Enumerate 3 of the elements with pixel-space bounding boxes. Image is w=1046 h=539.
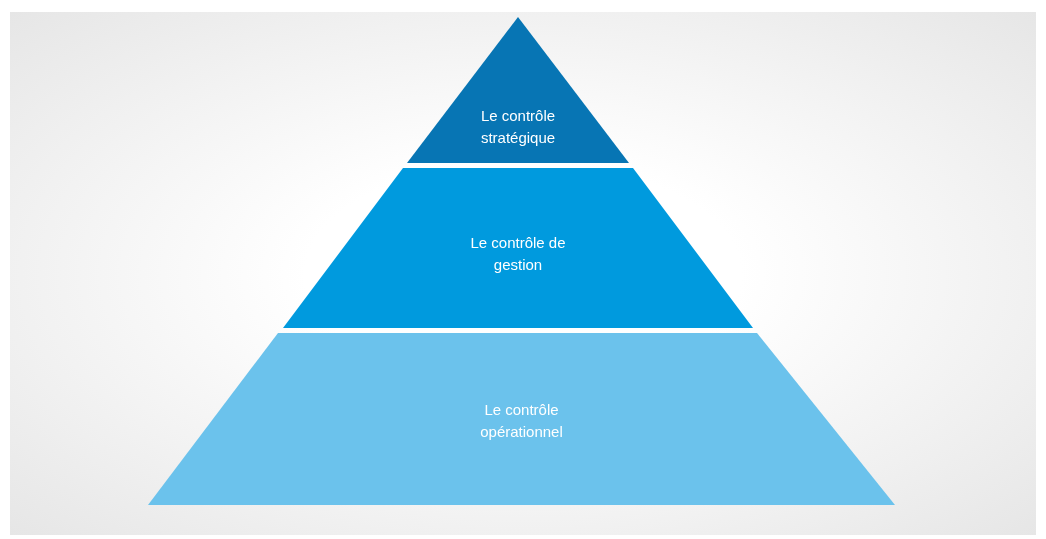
tier-label: Le contrôle opérationnel xyxy=(479,400,564,442)
tier-label: Le contrôle stratégique xyxy=(479,106,557,148)
tier-label: Le contrôle de gestion xyxy=(469,233,567,275)
